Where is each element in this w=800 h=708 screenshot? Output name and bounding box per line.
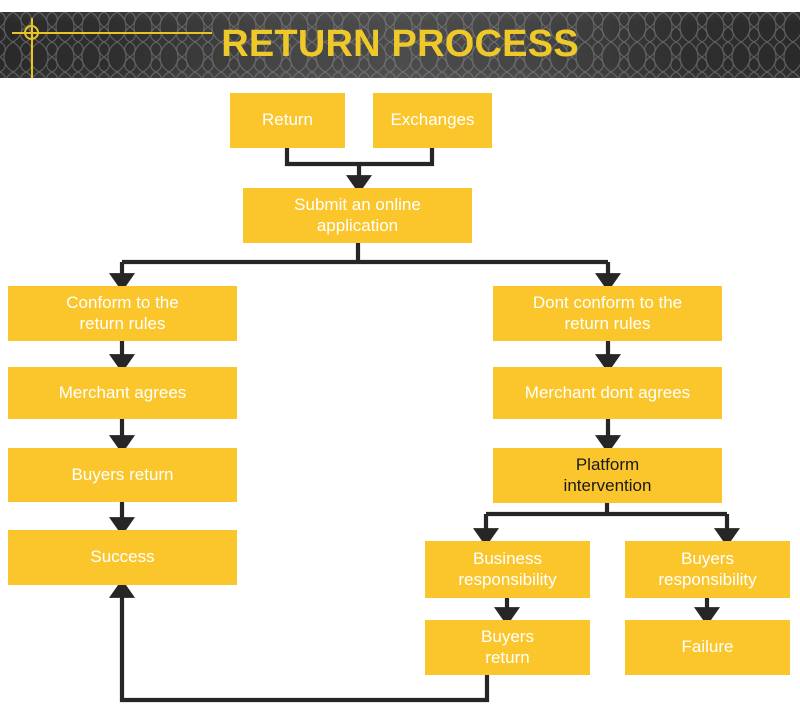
node-merchant-dont-agrees[interactable]: Merchant dont agrees — [493, 367, 722, 419]
edge-platform-split-rail — [486, 503, 727, 517]
node-buyers-return-left[interactable]: Buyers return — [8, 448, 237, 502]
node-buyers-return-right[interactable]: Buyers return — [425, 620, 590, 675]
node-exchanges[interactable]: Exchanges — [373, 93, 492, 148]
node-merchant-agrees[interactable]: Merchant agrees — [8, 367, 237, 419]
banner-mesh-pattern — [0, 12, 800, 78]
registration-mark-horizontal-line — [12, 32, 212, 34]
node-platform-intervention[interactable]: Platform intervention — [493, 448, 722, 503]
node-success[interactable]: Success — [8, 530, 237, 585]
edge-return-exchanges-merge — [284, 148, 435, 167]
registration-mark-vertical-line — [31, 18, 33, 78]
node-conform-to-the-return-rules[interactable]: Conform to the return rules — [8, 286, 237, 341]
node-business-responsibility[interactable]: Business responsibility — [425, 541, 590, 598]
edge-submit-split-rail — [122, 243, 608, 265]
node-buyers-responsibility[interactable]: Buyers responsibility — [625, 541, 790, 598]
node-dont-conform-to-the-return-rules[interactable]: Dont conform to the return rules — [493, 286, 722, 341]
header-banner: RETURN PROCESS — [0, 12, 800, 78]
node-return[interactable]: Return — [230, 93, 345, 148]
registration-mark-circle-icon — [24, 25, 39, 40]
node-failure[interactable]: Failure — [625, 620, 790, 675]
page-title: RETURN PROCESS — [221, 23, 579, 65]
node-submit-an-online-application[interactable]: Submit an online application — [243, 188, 472, 243]
